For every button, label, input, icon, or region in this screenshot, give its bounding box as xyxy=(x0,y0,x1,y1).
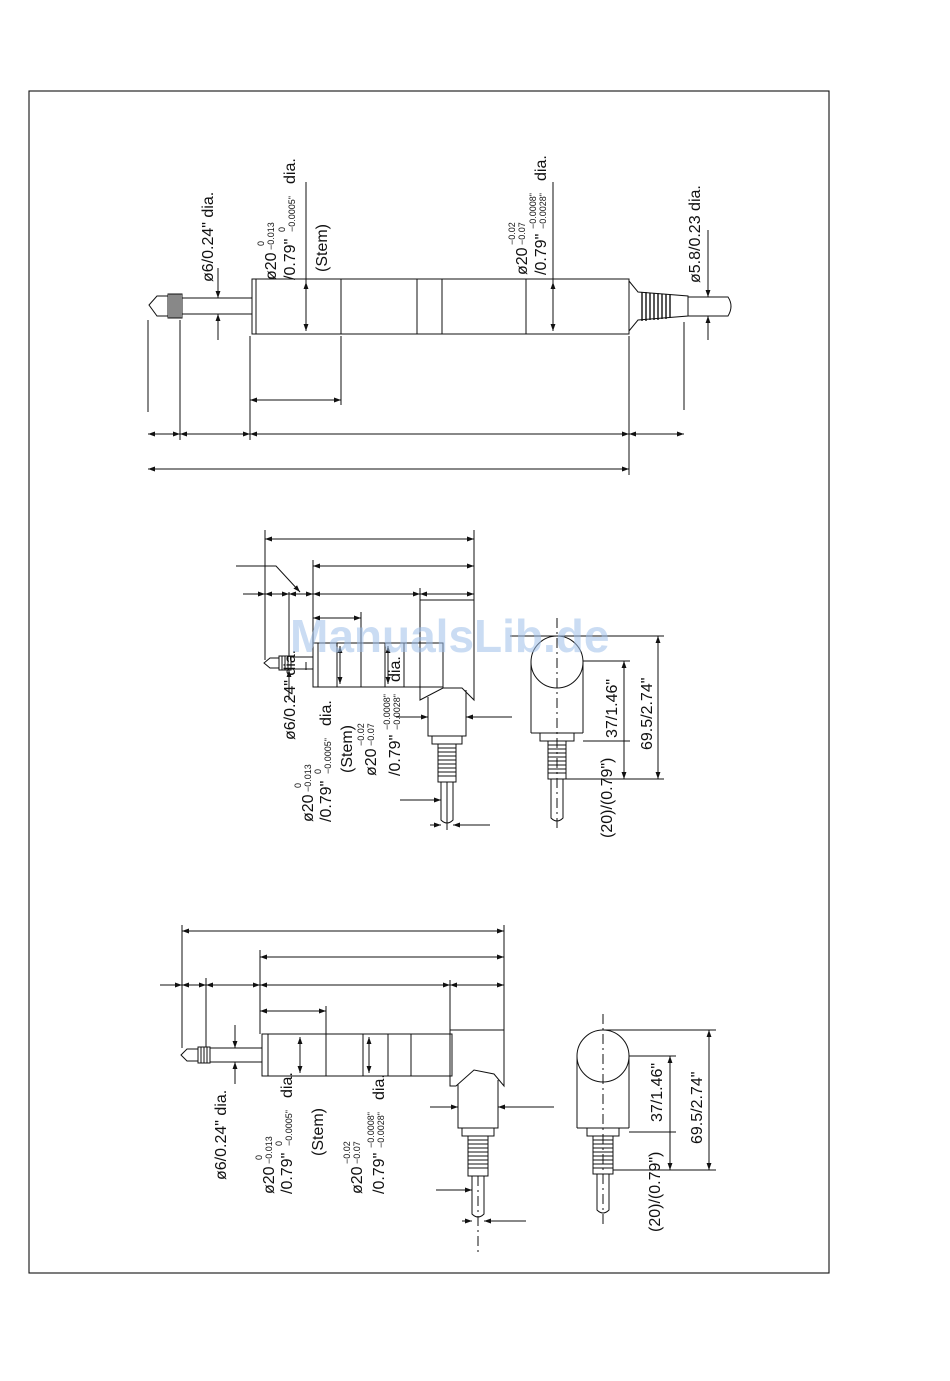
v1-stem-dia-inch-tol-upper: 0 xyxy=(277,227,287,232)
v3-tip-dia-label: ø6/0.24" dia. xyxy=(213,1090,230,1180)
watermark: ManualsLib.de xyxy=(290,610,609,662)
v3-dim-center-label: (20)/(0.79") xyxy=(647,1152,664,1232)
v2-body-dia-tol-upper: −0.02 xyxy=(356,723,366,746)
v2-stem-dia-inch-tol-lower: −0.0005" xyxy=(323,738,333,774)
v1-stem-label: (Stem) xyxy=(314,224,331,272)
v1-stem-dia-tol-upper: 0 xyxy=(256,241,266,246)
v1-stem-dia-main: ø20 xyxy=(263,252,280,280)
v3-body-dia-inch: /0.79" xyxy=(371,1153,388,1194)
v3-stem-dia-inch: /0.79" xyxy=(279,1153,296,1194)
v3-stem-dia-suffix: dia. xyxy=(279,1072,296,1098)
v1-body-dia-suffix: dia. xyxy=(533,155,550,181)
v1-stem-dia-suffix: dia. xyxy=(282,158,299,184)
v1-body-dia-tol-lower: −0.07 xyxy=(517,222,527,245)
v3-body-dia-label: ø20 −0.02 −0.07 xyxy=(342,1141,366,1194)
v2-stem-dia-inch-tol-upper: 0 xyxy=(313,769,323,774)
v1-stem-dia-inch: /0.79" xyxy=(282,239,299,280)
view-compact-right-angle-probe xyxy=(236,530,664,830)
v3-body-dia-main: ø20 xyxy=(349,1166,366,1194)
v3-stem-dia-tol-lower: −0.013 xyxy=(264,1136,274,1164)
v1-stem-dia-inch-tol-lower: −0.0005" xyxy=(287,196,297,232)
probe-tip xyxy=(148,295,169,317)
v2-body-dia-label: ø20 −0.02 −0.07 xyxy=(356,723,380,776)
v2-stem-dia-tol-lower: −0.013 xyxy=(303,764,313,792)
v1-body-dia-inch-tol-lower: −0.0028" xyxy=(538,193,548,229)
v2-dim-center-label: (20)/(0.79") xyxy=(599,758,616,838)
v3-stem-dia-main: ø20 xyxy=(261,1166,278,1194)
v1-stem-dia-label: ø20 0 −0.013 xyxy=(256,222,280,280)
v2-stem-label: (Stem) xyxy=(339,725,356,773)
v1-body-dia-main: ø20 xyxy=(514,247,531,275)
v2-body-dia-inch-tol-upper: −0.0008" xyxy=(382,694,392,730)
v3-body-dia-inch-tol-upper: −0.0008" xyxy=(366,1112,376,1148)
v3-stem-dia-inch-tol-upper: 0 xyxy=(274,1141,284,1146)
v3-stem-label: (Stem) xyxy=(310,1108,327,1156)
v3-body-dia-tol-upper: −0.02 xyxy=(342,1141,352,1164)
v2-stem-dia-suffix: dia. xyxy=(318,700,335,726)
stem-body xyxy=(251,278,630,335)
v2-body-dia-inch-label: /0.79" −0.0008" −0.0028" dia. xyxy=(382,656,404,776)
v3-dim-total-label: 69.5/2.74" xyxy=(689,1072,706,1144)
v3-body-dia-tol-lower: −0.07 xyxy=(352,1141,362,1164)
v2-body-dia-inch-tol-lower: −0.0028" xyxy=(392,694,402,730)
v2-body-dia-tol-lower: −0.07 xyxy=(366,723,376,746)
v3-head xyxy=(449,1029,505,1088)
v3-body-dia-inch-label: /0.79" −0.0008" −0.0028" dia. xyxy=(366,1074,388,1194)
v1-cable-dia-label: ø5.8/0.23 dia. xyxy=(687,185,704,283)
v2-stem-dia-inch-label: /0.79" 0 −0.0005" dia. xyxy=(313,700,335,822)
v2-tip-dia-label: ø6/0.24" dia. xyxy=(282,650,299,740)
view-straight-probe xyxy=(147,182,732,475)
v2-stem-dia-main: ø20 xyxy=(300,794,317,822)
v1-body-dia-label: ø20 −0.02 −0.07 xyxy=(507,222,531,275)
v1-body-dia-inch: /0.79" xyxy=(533,234,550,275)
v3-stem-dia-label: ø20 0 −0.013 xyxy=(254,1136,278,1194)
v3-stem xyxy=(261,1033,453,1077)
v3-stem-dia-inch-tol-lower: −0.0005" xyxy=(284,1110,294,1146)
v2-body-dia-main: ø20 xyxy=(363,748,380,776)
v1-stem-dia-tol-lower: −0.013 xyxy=(266,222,276,250)
v3-body-dia-suffix: dia. xyxy=(371,1074,388,1100)
v1-body-dia-inch-tol-upper: −0.0008" xyxy=(528,193,538,229)
v2-body-dia-suffix: dia. xyxy=(387,656,404,682)
v2-neck xyxy=(427,690,467,737)
v1-body-dia-tol-upper: −0.02 xyxy=(507,222,517,245)
v2-stem xyxy=(312,642,444,688)
v3-probe-tip xyxy=(180,1048,199,1062)
v3-spindle xyxy=(209,1047,263,1063)
v1-stem-dia-inch-label: /0.79" 0 −0.0005" dia. xyxy=(277,158,299,280)
v3-dim-head-label: 37/1.46" xyxy=(649,1063,666,1122)
v2-stem-dia-tol-upper: 0 xyxy=(293,783,303,788)
v2-dim-head-label: 37/1.46" xyxy=(604,679,621,738)
v2-stem-dia-inch: /0.79" xyxy=(318,781,335,822)
cable xyxy=(688,296,732,317)
drawing-border xyxy=(28,90,830,1274)
v1-tip-dia-label: ø6/0.24" dia. xyxy=(200,192,217,282)
v3-neck xyxy=(457,1080,499,1129)
v2-stem-dia-label: ø20 0 −0.013 xyxy=(293,764,317,822)
v1-body-dia-inch-label: /0.79" −0.0008" −0.0028" dia. xyxy=(528,155,550,275)
v2-body-dia-inch: /0.79" xyxy=(387,735,404,776)
spindle xyxy=(181,297,253,315)
v3-body-dia-inch-tol-lower: −0.0028" xyxy=(376,1112,386,1148)
v3-stem-dia-inch-label: /0.79" 0 −0.0005" dia. xyxy=(274,1072,296,1194)
view-right-angle-probe xyxy=(160,925,716,1252)
v3-stem-dia-tol-upper: 0 xyxy=(254,1155,264,1160)
v2-probe-tip xyxy=(263,657,280,669)
v2-dim-total-label: 69.5/2.74" xyxy=(639,678,656,750)
